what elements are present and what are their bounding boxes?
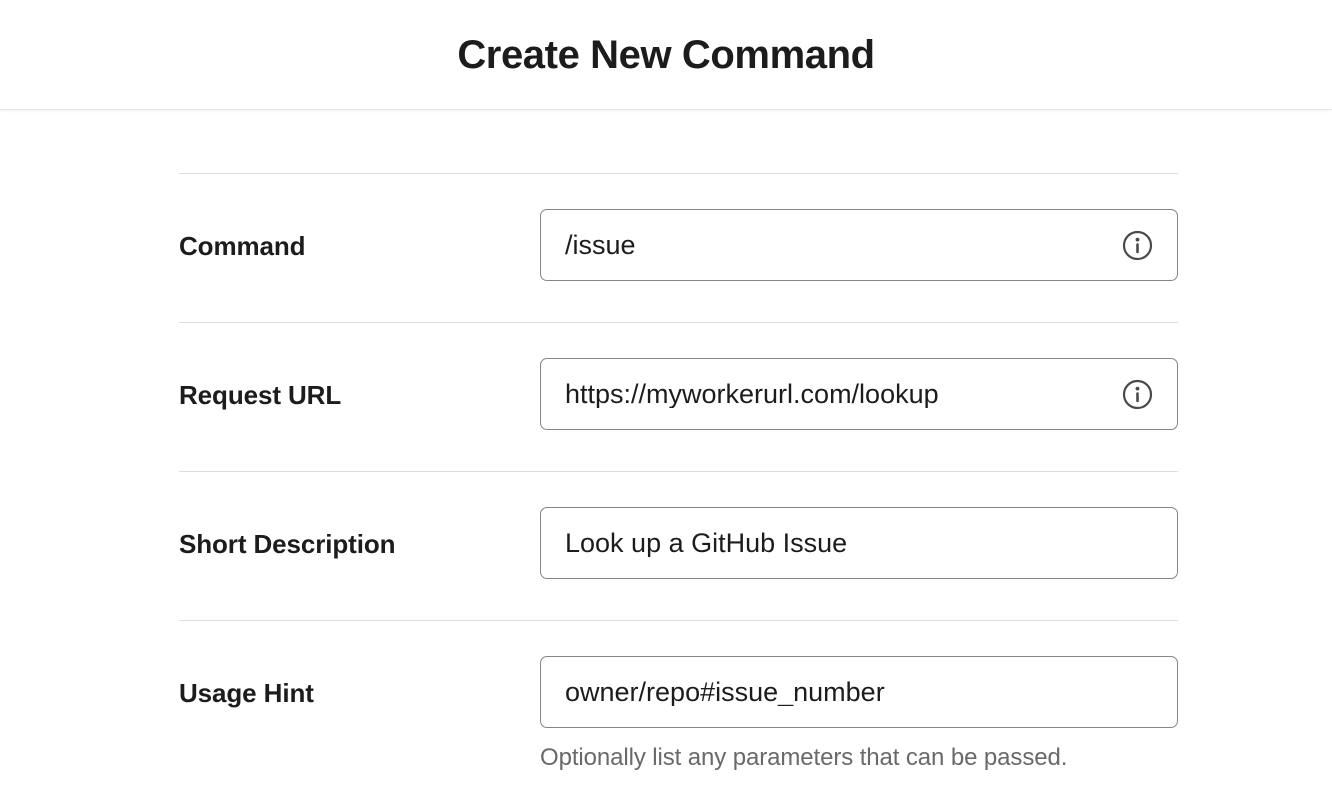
field-cell-short-description: Look up a GitHub Issue bbox=[540, 472, 1178, 579]
command-input[interactable]: /issue bbox=[540, 209, 1178, 281]
form-row-request-url: Request URL https://myworkerurl.com/look… bbox=[179, 323, 1178, 471]
usage-hint-input-value[interactable]: owner/repo#issue_number bbox=[565, 678, 885, 706]
page-title: Create New Command bbox=[457, 32, 875, 77]
label-cell-usage-hint: Usage Hint bbox=[179, 621, 540, 709]
usage-hint-input[interactable]: owner/repo#issue_number bbox=[540, 656, 1178, 728]
label-cell-short-description: Short Description bbox=[179, 472, 540, 560]
field-label-short-description: Short Description bbox=[179, 529, 396, 559]
info-circle-icon[interactable] bbox=[1122, 230, 1153, 261]
label-cell-request-url: Request URL bbox=[179, 323, 540, 411]
modal-body: Command /issue Reques bbox=[0, 173, 1332, 772]
short-description-input[interactable]: Look up a GitHub Issue bbox=[540, 507, 1178, 579]
command-form: Command /issue Reques bbox=[179, 173, 1178, 772]
form-row-usage-hint: Usage Hint owner/repo#issue_number Optio… bbox=[179, 621, 1178, 772]
field-cell-command: /issue bbox=[540, 174, 1178, 281]
modal-header: Create New Command bbox=[0, 0, 1332, 110]
short-description-input-value[interactable]: Look up a GitHub Issue bbox=[565, 529, 848, 557]
label-cell-command: Command bbox=[179, 174, 540, 262]
request-url-input-value[interactable]: https://myworkerurl.com/lookup bbox=[565, 380, 939, 408]
request-url-input[interactable]: https://myworkerurl.com/lookup bbox=[540, 358, 1178, 430]
form-divider bbox=[179, 173, 1178, 174]
field-label-usage-hint: Usage Hint bbox=[179, 678, 314, 708]
form-divider bbox=[179, 620, 1178, 621]
field-cell-request-url: https://myworkerurl.com/lookup bbox=[540, 323, 1178, 430]
form-row-short-description: Short Description Look up a GitHub Issue bbox=[179, 472, 1178, 620]
field-label-command: Command bbox=[179, 231, 306, 261]
form-divider bbox=[179, 471, 1178, 472]
field-cell-usage-hint: owner/repo#issue_number Optionally list … bbox=[540, 621, 1178, 772]
usage-hint-help-text: Optionally list any parameters that can … bbox=[540, 744, 1068, 771]
form-row-command: Command /issue bbox=[179, 174, 1178, 322]
command-input-value[interactable]: /issue bbox=[565, 231, 636, 259]
info-circle-icon[interactable] bbox=[1122, 379, 1153, 410]
form-divider bbox=[179, 322, 1178, 323]
field-label-request-url: Request URL bbox=[179, 380, 342, 410]
